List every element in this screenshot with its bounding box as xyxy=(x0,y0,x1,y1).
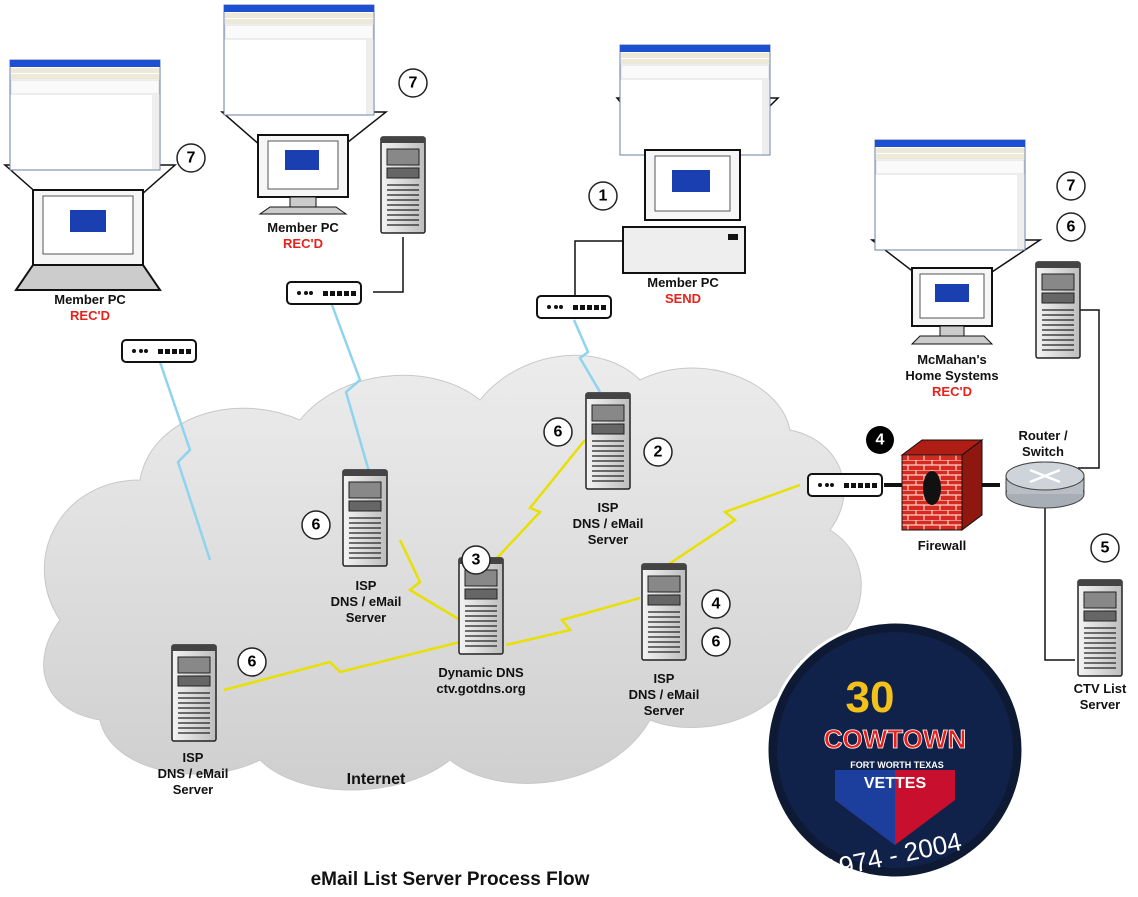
member-pc-top: Member PC REC'D xyxy=(219,4,389,251)
cowtown-vettes-logo: 30 COWTOWN FORT WORTH TEXAS VETTES 1974 … xyxy=(765,620,1025,884)
svg-text:1: 1 xyxy=(599,188,608,205)
svg-text:30: 30 xyxy=(846,673,895,722)
svg-text:Dynamic DNS: Dynamic DNS xyxy=(438,665,524,680)
svg-text:Server: Server xyxy=(346,610,386,625)
firewall: Firewall xyxy=(900,439,984,553)
svg-text:Server: Server xyxy=(1080,697,1120,712)
svg-text:6: 6 xyxy=(248,654,257,671)
svg-text:6: 6 xyxy=(1067,219,1076,236)
svg-text:ISP: ISP xyxy=(183,750,204,765)
isp-server-mid-label: ISP DNS / eMail Server xyxy=(331,578,402,625)
svg-text:ISP: ISP xyxy=(654,671,675,686)
member-pc-send-status: SEND xyxy=(665,291,701,306)
svg-text:7: 7 xyxy=(187,150,196,167)
svg-text:6: 6 xyxy=(312,517,321,534)
step-circle-3: 3 xyxy=(461,545,491,575)
firewall-label: Firewall xyxy=(918,538,966,553)
member-pc-top-status: REC'D xyxy=(283,236,323,251)
isp-server-left-label: ISP DNS / eMail Server xyxy=(158,750,229,797)
modem-send xyxy=(536,295,612,319)
svg-text:6: 6 xyxy=(554,424,563,441)
svg-text:Server: Server xyxy=(173,782,213,797)
router-switch: Router / Switch xyxy=(1005,428,1085,509)
svg-text:ctv.gotdns.org: ctv.gotdns.org xyxy=(436,681,525,696)
svg-text:3: 3 xyxy=(472,552,481,569)
svg-text:CTV List: CTV List xyxy=(1074,681,1127,696)
home-systems-status: REC'D xyxy=(932,384,972,399)
svg-text:7: 7 xyxy=(1067,178,1076,195)
home-systems-server xyxy=(1035,261,1081,359)
email-preview-home xyxy=(874,139,1026,251)
modem-firewall xyxy=(807,473,883,497)
svg-text:4: 4 xyxy=(876,432,885,449)
svg-text:7: 7 xyxy=(409,75,418,92)
svg-text:FORT WORTH TEXAS: FORT WORTH TEXAS xyxy=(850,760,944,770)
modem-top xyxy=(286,281,362,305)
step-circle-6-mid-isp: 6 xyxy=(301,510,331,540)
step-circle-1: 1 xyxy=(588,181,618,211)
svg-text:VETTES: VETTES xyxy=(864,775,927,792)
home-systems-label-1: McMahan's xyxy=(917,352,987,367)
internet-label: Internet xyxy=(347,771,406,788)
isp-server-left xyxy=(171,644,217,742)
isp-server-right xyxy=(641,563,687,661)
svg-text:ISP: ISP xyxy=(598,500,619,515)
ctv-list-server-label: CTV List Server xyxy=(1074,681,1127,712)
isp-server-mid xyxy=(342,469,388,567)
svg-text:5: 5 xyxy=(1101,540,1110,557)
email-preview-top xyxy=(223,4,375,116)
step-circle-4-firewall: 4 xyxy=(866,426,894,454)
email-preview-send xyxy=(619,44,771,156)
svg-text:DNS / eMail: DNS / eMail xyxy=(331,594,402,609)
dynamic-dns-label: Dynamic DNS ctv.gotdns.org xyxy=(436,665,525,696)
step-circle-7-home: 7 xyxy=(1056,171,1086,201)
step-circle-7-top: 7 xyxy=(398,68,428,98)
step-circle-4-right-isp: 4 xyxy=(701,589,731,619)
member-pc-left: Member PC REC'D xyxy=(3,59,177,323)
home-systems-label-2: Home Systems xyxy=(905,368,998,383)
step-circle-6-send-isp: 6 xyxy=(543,417,573,447)
step-circle-7-left: 7 xyxy=(176,143,206,173)
member-pc-left-label: Member PC xyxy=(54,292,126,307)
email-preview-left xyxy=(9,59,161,171)
step-circle-6-left-isp: 6 xyxy=(237,647,267,677)
member-pc-top-label: Member PC xyxy=(267,220,339,235)
svg-text:Router /: Router / xyxy=(1018,428,1068,443)
svg-text:Server: Server xyxy=(588,532,628,547)
step-circle-6-home: 6 xyxy=(1056,212,1086,242)
svg-text:COWTOWN: COWTOWN xyxy=(824,724,967,754)
svg-text:6: 6 xyxy=(712,634,721,651)
home-systems: McMahan's Home Systems REC'D xyxy=(869,139,1043,399)
step-circle-2: 2 xyxy=(643,437,673,467)
isp-server-right-label: ISP DNS / eMail Server xyxy=(629,671,700,718)
modem-left xyxy=(121,339,197,363)
step-circle-5: 5 xyxy=(1090,533,1120,563)
ctv-list-server xyxy=(1077,579,1123,677)
svg-text:Switch: Switch xyxy=(1022,444,1064,459)
svg-text:ISP: ISP xyxy=(356,578,377,593)
svg-text:Server: Server xyxy=(644,703,684,718)
step-circle-6-right-isp: 6 xyxy=(701,627,731,657)
svg-text:2: 2 xyxy=(654,444,663,461)
svg-text:DNS / eMail: DNS / eMail xyxy=(573,516,644,531)
internet-cloud xyxy=(43,354,862,791)
diagram-title: eMail List Server Process Flow xyxy=(311,869,590,890)
member-pc-send: Member PC SEND xyxy=(615,44,780,306)
member-pc-left-status: REC'D xyxy=(70,308,110,323)
svg-text:4: 4 xyxy=(712,596,721,613)
svg-text:DNS / eMail: DNS / eMail xyxy=(158,766,229,781)
isp-server-send-label: ISP DNS / eMail Server xyxy=(573,500,644,547)
svg-text:DNS / eMail: DNS / eMail xyxy=(629,687,700,702)
isp-server-send xyxy=(585,392,631,490)
member-pc-send-label: Member PC xyxy=(647,275,719,290)
wireless-links xyxy=(158,304,801,692)
member-pc-top-server xyxy=(380,136,426,234)
